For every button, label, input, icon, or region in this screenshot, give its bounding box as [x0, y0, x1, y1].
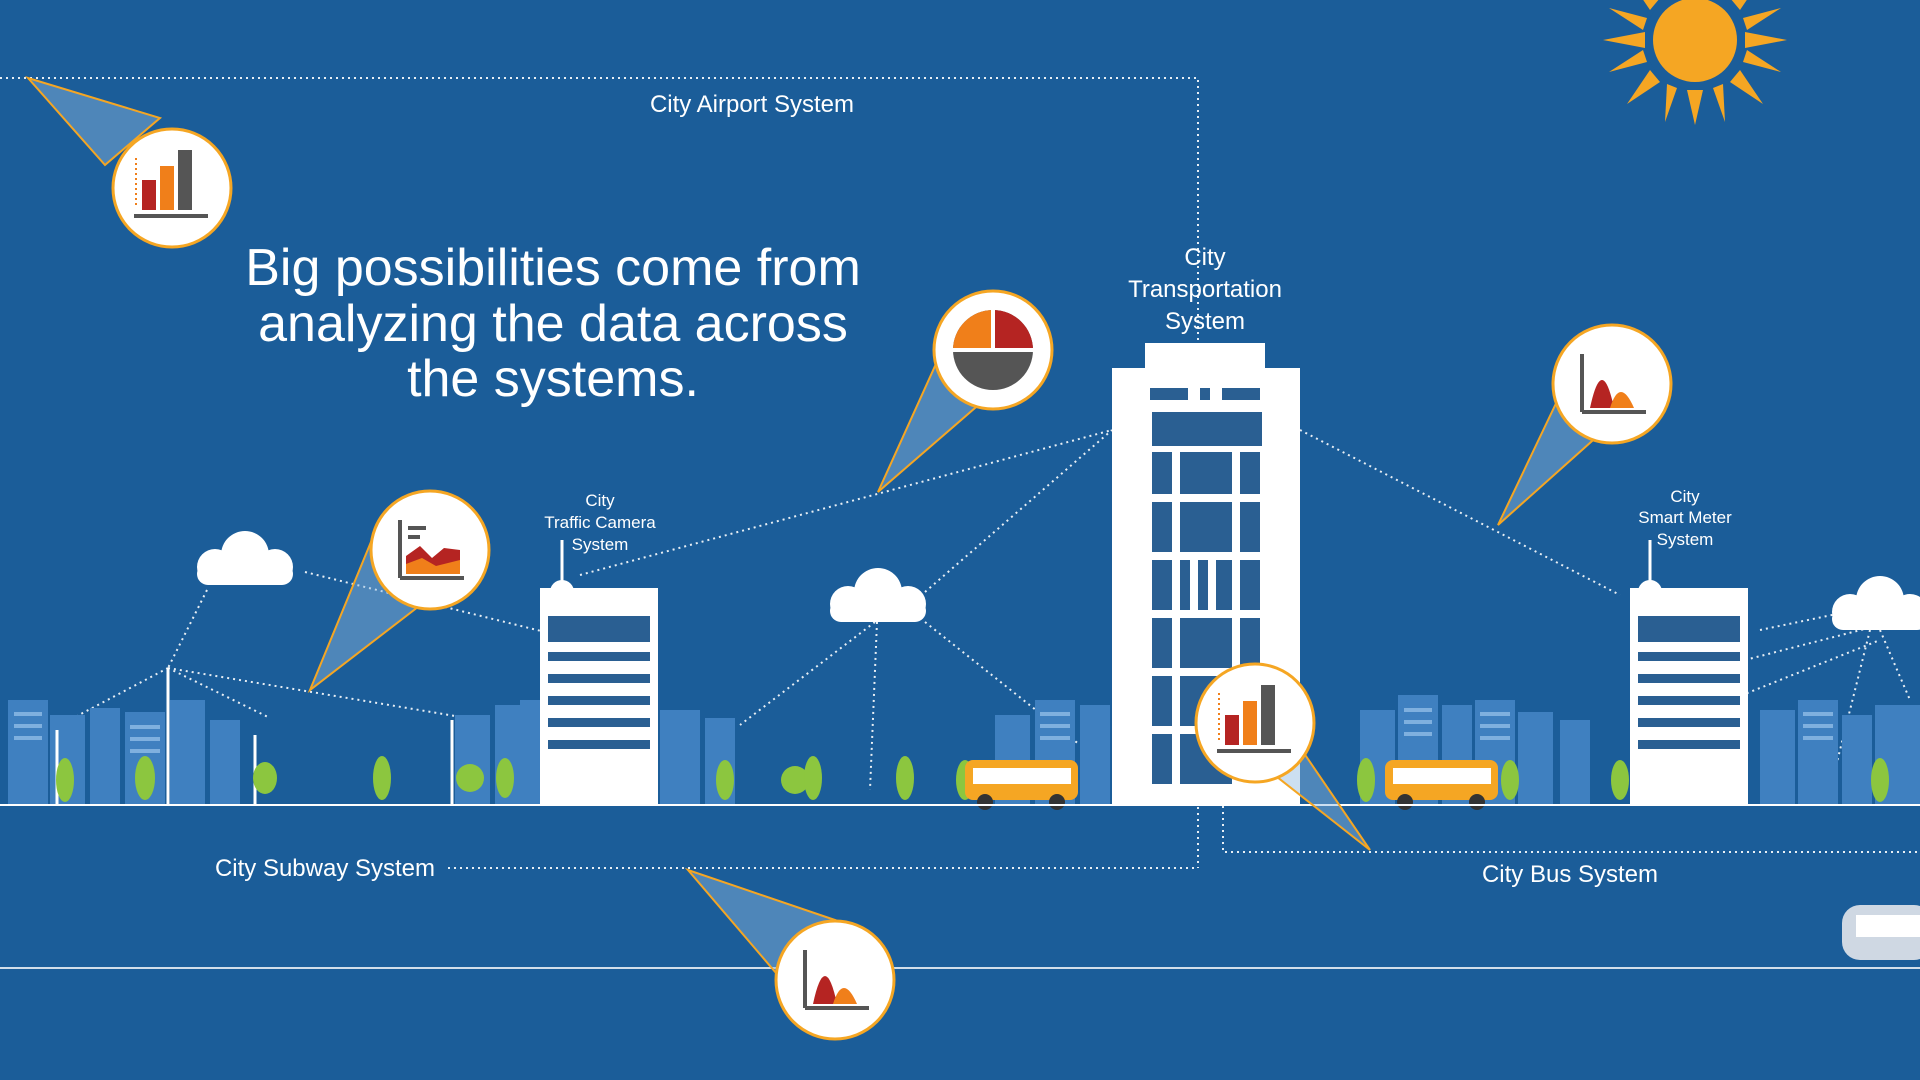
- svg-text:System: System: [1165, 308, 1245, 335]
- svg-text:City: City: [1184, 244, 1225, 271]
- label-airport-system: City Airport System: [650, 91, 854, 118]
- cloud-icon: [197, 531, 293, 585]
- pie-chart-icon: [932, 289, 1054, 411]
- label-transportation-system: City Transportation System: [1128, 244, 1282, 335]
- cloud-icon: [830, 568, 926, 622]
- peak-chart-icon: [1551, 323, 1673, 445]
- connector-lines: [0, 77, 1920, 869]
- headline-line-1: Big possibilities come from: [245, 239, 861, 297]
- svg-text:City: City: [1670, 487, 1700, 506]
- label-smart-meter-system: City Smart Meter System: [1638, 487, 1732, 549]
- svg-text:System: System: [1657, 530, 1714, 549]
- headline: Big possibilities come from analyzing th…: [245, 239, 861, 408]
- smart-meter-building: [1630, 540, 1748, 805]
- bar-chart-icon: [1194, 662, 1316, 784]
- bar-chart-icon: [111, 127, 233, 249]
- svg-text:System: System: [572, 535, 629, 554]
- peak-chart-icon: [774, 919, 896, 1041]
- svg-text:Traffic Camera: Traffic Camera: [544, 513, 656, 532]
- bus-icon: [965, 760, 1078, 810]
- label-subway-system: City Subway System: [215, 855, 435, 882]
- headline-line-3: the systems.: [407, 350, 699, 408]
- sun-icon: [1603, 0, 1787, 125]
- svg-text:Transportation: Transportation: [1128, 276, 1282, 303]
- label-traffic-camera-system: City Traffic Camera System: [544, 491, 656, 554]
- skyline-windows: [14, 708, 1833, 753]
- data-cones: [24, 76, 1612, 982]
- transportation-tower: [1112, 343, 1300, 805]
- label-bus-system: City Bus System: [1482, 861, 1658, 888]
- headline-line-2: analyzing the data across: [258, 295, 848, 353]
- traffic-camera-building: [540, 540, 658, 805]
- area-chart-icon: [369, 489, 491, 611]
- trees: [56, 756, 1889, 802]
- bus-icon: [1385, 760, 1498, 810]
- train-icon: [1842, 905, 1920, 960]
- svg-text:City: City: [585, 491, 615, 510]
- svg-text:Smart Meter: Smart Meter: [1638, 508, 1732, 527]
- cloud-icon: [1832, 576, 1920, 630]
